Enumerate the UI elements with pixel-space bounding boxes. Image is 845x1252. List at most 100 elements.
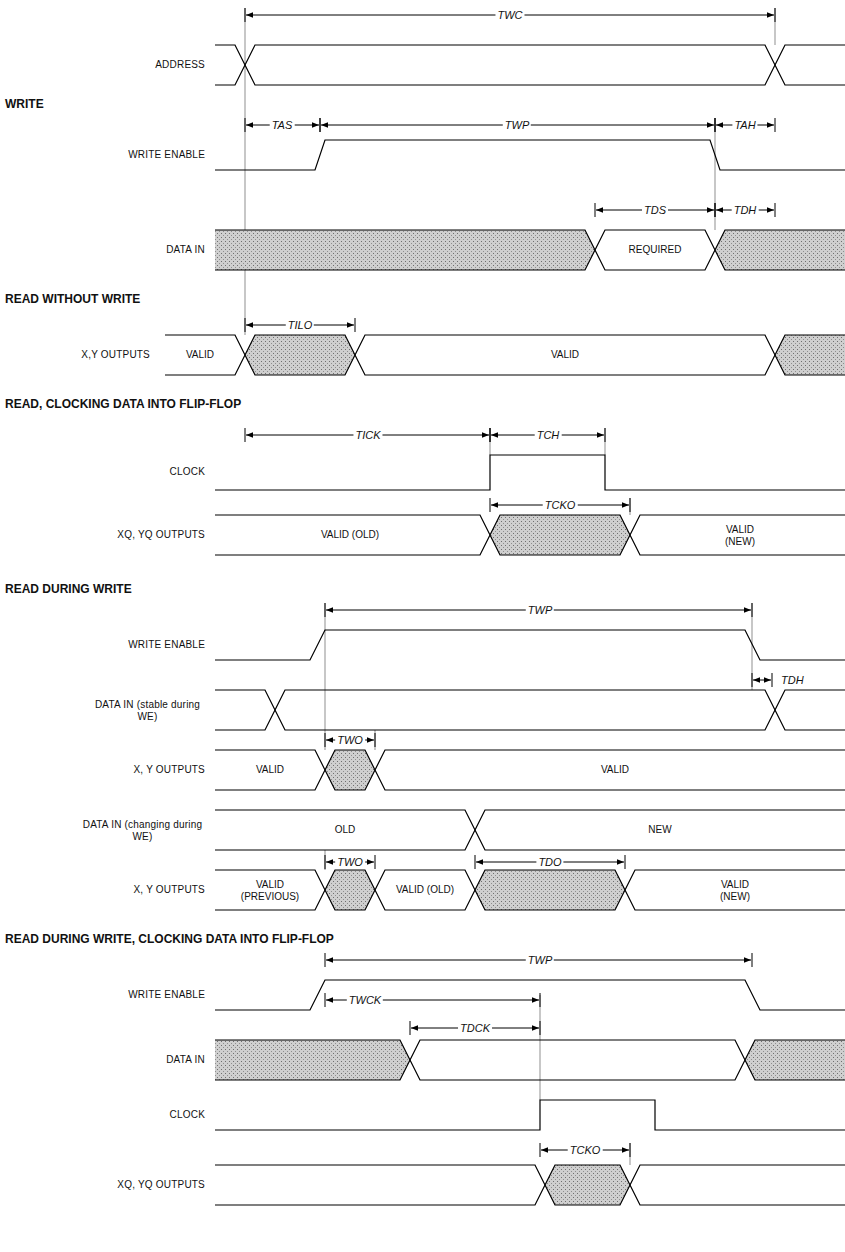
section-heading: READ, CLOCKING DATA INTO FLIP-FLOP (5, 398, 241, 412)
dimension-tick (605, 428, 606, 442)
bus-edge (745, 1060, 845, 1080)
bus-edge (215, 1185, 545, 1205)
timing-parameter: TWCK (347, 994, 383, 1007)
reference-line (375, 730, 376, 750)
dimension-tick (772, 673, 773, 687)
signal-state: NEW (647, 824, 672, 836)
reference-line (775, 8, 776, 45)
bus-edge (775, 45, 845, 65)
bus-edge (215, 1165, 545, 1185)
timing-parameter: TDCK (458, 1022, 492, 1035)
dimension-tick (375, 733, 376, 747)
undefined-region (215, 230, 595, 270)
signal-state: VALID (600, 764, 630, 776)
signal-name: DATA IN (166, 1054, 205, 1066)
dimension-tick (775, 8, 776, 22)
dimension-tick (355, 318, 356, 332)
reference-line (630, 1143, 631, 1165)
bus-edge (215, 1060, 410, 1080)
dimension-tick (325, 733, 326, 747)
signal-name: X, Y OUTPUTS (134, 764, 206, 776)
bus-edge (475, 890, 625, 910)
reference-line (245, 8, 246, 335)
undefined-region (215, 1040, 410, 1080)
dimension-tick (595, 203, 596, 217)
timing-parameter: TICK (353, 429, 382, 442)
signal-state: VALID (550, 349, 580, 361)
signal-state: OLD (334, 824, 357, 836)
undefined-region (325, 750, 375, 790)
dimension-tick (715, 203, 716, 217)
reference-line (715, 118, 716, 230)
reference-line (325, 603, 326, 750)
undefined-region (325, 870, 375, 910)
digital-waveform (215, 1100, 845, 1130)
bus-edge (215, 230, 595, 250)
signal-name: WRITE ENABLE (128, 639, 205, 651)
signal-state: REQUIRED (628, 244, 683, 256)
dimension-arrow (753, 680, 771, 681)
signal-name: XQ, YQ OUTPUTS (117, 529, 205, 541)
bus-edge (275, 690, 775, 710)
bus-edge (410, 1060, 745, 1080)
timing-parameter: TWO (335, 734, 365, 747)
dimension-tick (245, 428, 246, 442)
dimension-tick (752, 953, 753, 967)
timing-parameter: TAS (270, 119, 295, 132)
signal-state: VALID (OLD) (394, 884, 456, 896)
bus-edge (775, 710, 845, 730)
digital-waveform (215, 630, 845, 660)
dimension-tick (625, 855, 626, 869)
bus-edge (215, 710, 275, 730)
bus-edge (410, 1040, 745, 1060)
signal-name: DATA IN (stable during WE) (90, 699, 205, 722)
section-heading: READ WITHOUT WRITE (5, 293, 140, 307)
bus-edge (475, 870, 625, 890)
dimension-tick (540, 1143, 541, 1157)
timing-parameter: TAH (732, 119, 757, 132)
dimension-tick (325, 603, 326, 617)
undefined-region (490, 515, 630, 555)
signal-state: VALID (NEW) (704, 879, 766, 902)
dimension-tick (475, 855, 476, 869)
dimension-tick (540, 993, 541, 1007)
dimension-tick (245, 118, 246, 132)
signal-state: VALID (NEW) (709, 524, 771, 547)
timing-parameter: TWC (495, 9, 524, 22)
timing-parameter: TDH (779, 674, 806, 687)
signal-name: WRITE ENABLE (128, 149, 205, 161)
timing-parameter: TDS (642, 204, 668, 217)
bus-edge (325, 870, 375, 890)
signal-state: VALID (185, 349, 215, 361)
bus-edge (325, 770, 375, 790)
reference-line (540, 995, 541, 1100)
timing-parameter: TWP (503, 119, 531, 132)
bus-edge (630, 1165, 845, 1185)
dimension-tick (630, 1143, 631, 1157)
bus-edge (245, 355, 355, 375)
bus-edge (775, 65, 845, 85)
timing-parameter: TCKO (568, 1144, 603, 1157)
reference-line (630, 498, 631, 515)
reference-line (490, 428, 491, 455)
dimension-tick (540, 1021, 541, 1035)
signal-name: X,Y OUTPUTS (81, 349, 150, 361)
signal-name: DATA IN (166, 244, 205, 256)
dimension-tick (325, 953, 326, 967)
digital-waveform (215, 980, 845, 1010)
signal-name: CLOCK (170, 1109, 205, 1121)
bus-edge (545, 1165, 630, 1185)
reference-line (605, 428, 606, 455)
bus-edge (490, 535, 630, 555)
bus-edge (775, 335, 845, 355)
signal-name: DATA IN (changing during WE) (80, 819, 205, 842)
dimension-tick (325, 993, 326, 1007)
dimension-tick (490, 428, 491, 442)
section-heading: READ DURING WRITE (5, 583, 132, 597)
bus-edge (215, 1040, 410, 1060)
bus-edge (215, 690, 275, 710)
dimension-tick (775, 203, 776, 217)
dimension-tick (775, 118, 776, 132)
bus-edge (775, 690, 845, 710)
